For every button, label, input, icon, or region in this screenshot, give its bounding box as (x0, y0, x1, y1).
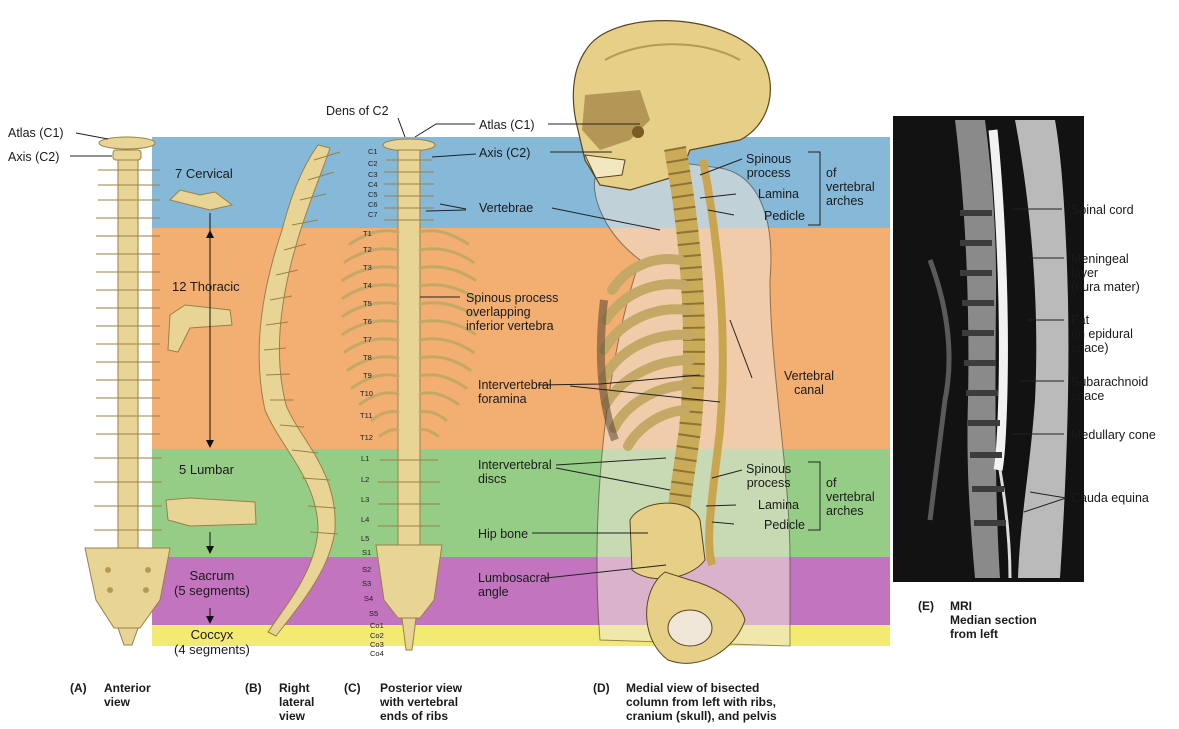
caption-b-text: Right lateral view (279, 681, 314, 723)
caption-c-letter: (C) (344, 681, 361, 695)
axis-c2-label: Axis (C2) (479, 146, 530, 160)
segment-label: T2 (363, 246, 372, 254)
caption-a-text: Anterior view (104, 681, 151, 709)
segment-label: S1 (362, 549, 371, 557)
segment-label: Co4 (370, 650, 384, 658)
lumbosacral-angle-label: Lumbosacral angle (478, 571, 550, 599)
meningeal-layer-label: Meningeal layer (dura mater) (1071, 252, 1140, 294)
segment-label: T8 (363, 354, 372, 362)
medial-view (573, 21, 790, 664)
region-cervical: 7 Cervical (175, 166, 233, 181)
atlas-c1-left-label: Atlas (C1) (8, 126, 64, 140)
segment-label: C3 (368, 171, 378, 179)
segment-label: S2 (362, 566, 371, 574)
segment-label: S5 (369, 610, 378, 618)
segment-label: Co3 (370, 641, 384, 649)
segment-label: C6 (368, 201, 378, 209)
segment-label: C1 (368, 148, 378, 156)
segment-label: T6 (363, 318, 372, 326)
region-sacrum: Sacrum (5 segments) (174, 568, 250, 598)
caption-c-text: Posterior view with vertebral ends of ri… (380, 681, 462, 723)
caption-d-letter: (D) (593, 681, 610, 695)
segment-label: L1 (361, 455, 369, 463)
region-lumbar: 5 Lumbar (179, 462, 234, 477)
caption-b-letter: (B) (245, 681, 262, 695)
caption-e-text: MRI Median section from left (950, 599, 1037, 641)
lamina-lower-label: Lamina (758, 498, 799, 512)
segment-label: C2 (368, 160, 378, 168)
pedicle-lower-label: Pedicle (764, 518, 805, 532)
segment-label: T10 (360, 390, 373, 398)
hip-bone-label: Hip bone (478, 527, 528, 541)
medullary-cone-label: Medullary cone (1071, 428, 1156, 442)
spinous-process-upper-label: Spinous process (746, 152, 791, 180)
spinal-cord-label: Spinal cord (1071, 203, 1134, 217)
lamina-upper-label: Lamina (758, 187, 799, 201)
spinous-overlap-label: Spinous process overlapping inferior ver… (466, 291, 558, 333)
fat-label: Fat (in epidural space) (1071, 313, 1133, 355)
caption-a-letter: (A) (70, 681, 87, 695)
dens-c2-label: Dens of C2 (326, 104, 389, 118)
pedicle-upper-label: Pedicle (764, 209, 805, 223)
segment-label: Co2 (370, 632, 384, 640)
segment-label: S4 (364, 595, 373, 603)
atlas-c1-label: Atlas (C1) (479, 118, 535, 132)
spinous-process-lower-label: Spinous process (746, 462, 791, 490)
caption-e-letter: (E) (918, 599, 934, 613)
segment-label: T1 (363, 230, 372, 238)
segment-label: C4 (368, 181, 378, 189)
vertebrae-label: Vertebrae (479, 201, 533, 215)
arches-lower-label: of vertebral arches (826, 476, 875, 518)
cauda-equina-label: Cauda equina (1071, 491, 1149, 505)
region-coccyx: Coccyx (4 segments) (174, 627, 250, 657)
segment-label: C7 (368, 211, 378, 219)
caption-d-text: Medial view of bisected column from left… (626, 681, 777, 723)
subarachnoid-label: Subarachnoid space (1071, 375, 1148, 403)
segment-label: T7 (363, 336, 372, 344)
segment-label: T9 (363, 372, 372, 380)
segment-label: L2 (361, 476, 369, 484)
segment-label: L4 (361, 516, 369, 524)
mri-image (893, 116, 1084, 582)
segment-label: L5 (361, 535, 369, 543)
intervertebral-foramina-label: Intervertebral foramina (478, 378, 552, 406)
segment-label: T5 (363, 300, 372, 308)
axis-c2-left-label: Axis (C2) (8, 150, 59, 164)
arches-upper-label: of vertebral arches (826, 166, 875, 208)
segment-label: T3 (363, 264, 372, 272)
segment-label: C5 (368, 191, 378, 199)
segment-label: S3 (362, 580, 371, 588)
intervertebral-discs-label: Intervertebral discs (478, 458, 552, 486)
region-thoracic: 12 Thoracic (172, 279, 240, 294)
vertebral-canal-label: Vertebral canal (784, 369, 834, 397)
segment-label: T4 (363, 282, 372, 290)
segment-label: T12 (360, 434, 373, 442)
segment-label: T11 (360, 412, 372, 420)
segment-label: Co1 (370, 622, 384, 630)
segment-label: L3 (361, 496, 369, 504)
